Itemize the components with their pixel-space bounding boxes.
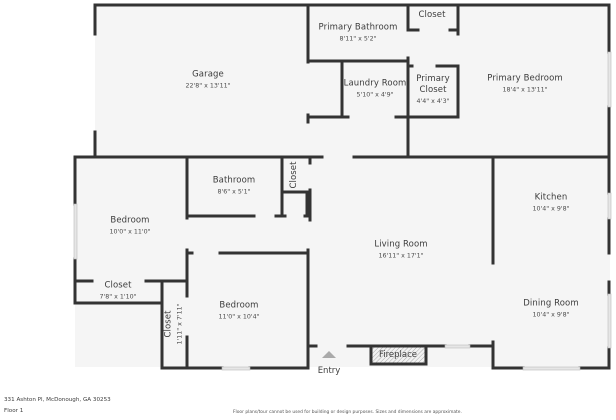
room-name: Closet bbox=[289, 161, 300, 189]
fireplace bbox=[369, 344, 428, 366]
room-name: Closet bbox=[163, 310, 174, 338]
room-name-line1: Primary bbox=[416, 74, 450, 85]
room-laundry: Laundry Room 5'10" x 4'9" bbox=[343, 78, 407, 99]
room-dims: 18'4" x 13'11" bbox=[502, 86, 548, 94]
room-dims: 16'11" x 17'1" bbox=[378, 252, 424, 260]
room-dims: 5'10" x 4'9" bbox=[356, 91, 394, 99]
room-closet-lower: Closet 1'11" x 7'11" bbox=[163, 303, 184, 345]
room-name: Closet bbox=[418, 10, 446, 21]
room-name: Primary Bathroom bbox=[318, 22, 398, 33]
room-name: Dining Room bbox=[523, 298, 579, 309]
floor-fills bbox=[75, 5, 610, 367]
room-dining: Dining Room 10'4" x 9'8" bbox=[523, 298, 579, 319]
room-primary-bathroom: Primary Bathroom 8'11" x 5'2" bbox=[318, 22, 398, 43]
room-dims: 1'11" x 7'11" bbox=[176, 303, 184, 345]
room-closet-bedroom: Closet 7'8" x 1'10" bbox=[99, 280, 137, 301]
address: 331 Ashton Pl, McDonough, GA 30253 bbox=[4, 397, 111, 403]
room-name: Kitchen bbox=[534, 192, 568, 203]
room-name: Bathroom bbox=[212, 175, 256, 186]
room-bedroom-left: Bedroom 10'0" x 11'0" bbox=[109, 215, 151, 236]
room-hall-closet: Closet bbox=[289, 161, 300, 189]
windows bbox=[73, 51, 612, 371]
entry-label: Entry bbox=[317, 366, 341, 376]
fireplace-label: Fireplace bbox=[378, 350, 418, 360]
room-name: Garage bbox=[192, 69, 224, 80]
room-dims: 22'8" x 13'11" bbox=[185, 82, 231, 90]
room-dims: 10'4" x 9'8" bbox=[532, 205, 570, 213]
floor-label: Floor 1 bbox=[4, 408, 24, 414]
room-dims: 8'11" x 5'2" bbox=[339, 35, 377, 43]
room-bedroom-lower: Bedroom 11'0" x 10'4" bbox=[218, 300, 260, 321]
room-dims: 10'0" x 11'0" bbox=[109, 228, 151, 236]
room-primary-closet: Primary Closet 4'4" x 4'3" bbox=[416, 74, 450, 105]
room-dims: 11'0" x 10'4" bbox=[218, 313, 260, 321]
room-name: Closet bbox=[104, 280, 132, 291]
room-dims: 4'4" x 4'3" bbox=[416, 97, 450, 105]
room-name: Bedroom bbox=[110, 215, 150, 226]
room-name: Laundry Room bbox=[343, 78, 407, 89]
room-dims: 8'6" x 5'1" bbox=[217, 188, 251, 196]
disclaimer: Floor plans/tour cannot be used for buil… bbox=[233, 410, 462, 415]
room-dims: 7'8" x 1'10" bbox=[99, 293, 137, 301]
room-name: Primary Bedroom bbox=[487, 73, 563, 84]
room-living: Living Room 16'11" x 17'1" bbox=[374, 239, 428, 260]
room-dims: 10'4" x 9'8" bbox=[532, 311, 570, 319]
room-closet-top: Closet bbox=[418, 10, 446, 21]
room-name-line2: Closet bbox=[419, 84, 447, 95]
walls bbox=[73, 3, 611, 370]
room-primary-bedroom: Primary Bedroom 18'4" x 13'11" bbox=[487, 73, 563, 94]
room-name: Bedroom bbox=[219, 300, 259, 311]
entry-arrow-icon bbox=[322, 351, 336, 358]
room-kitchen: Kitchen 10'4" x 9'8" bbox=[532, 192, 570, 213]
room-name: Living Room bbox=[374, 239, 428, 250]
room-bathroom: Bathroom 8'6" x 5'1" bbox=[212, 175, 256, 196]
room-garage: Garage 22'8" x 13'11" bbox=[185, 69, 231, 90]
